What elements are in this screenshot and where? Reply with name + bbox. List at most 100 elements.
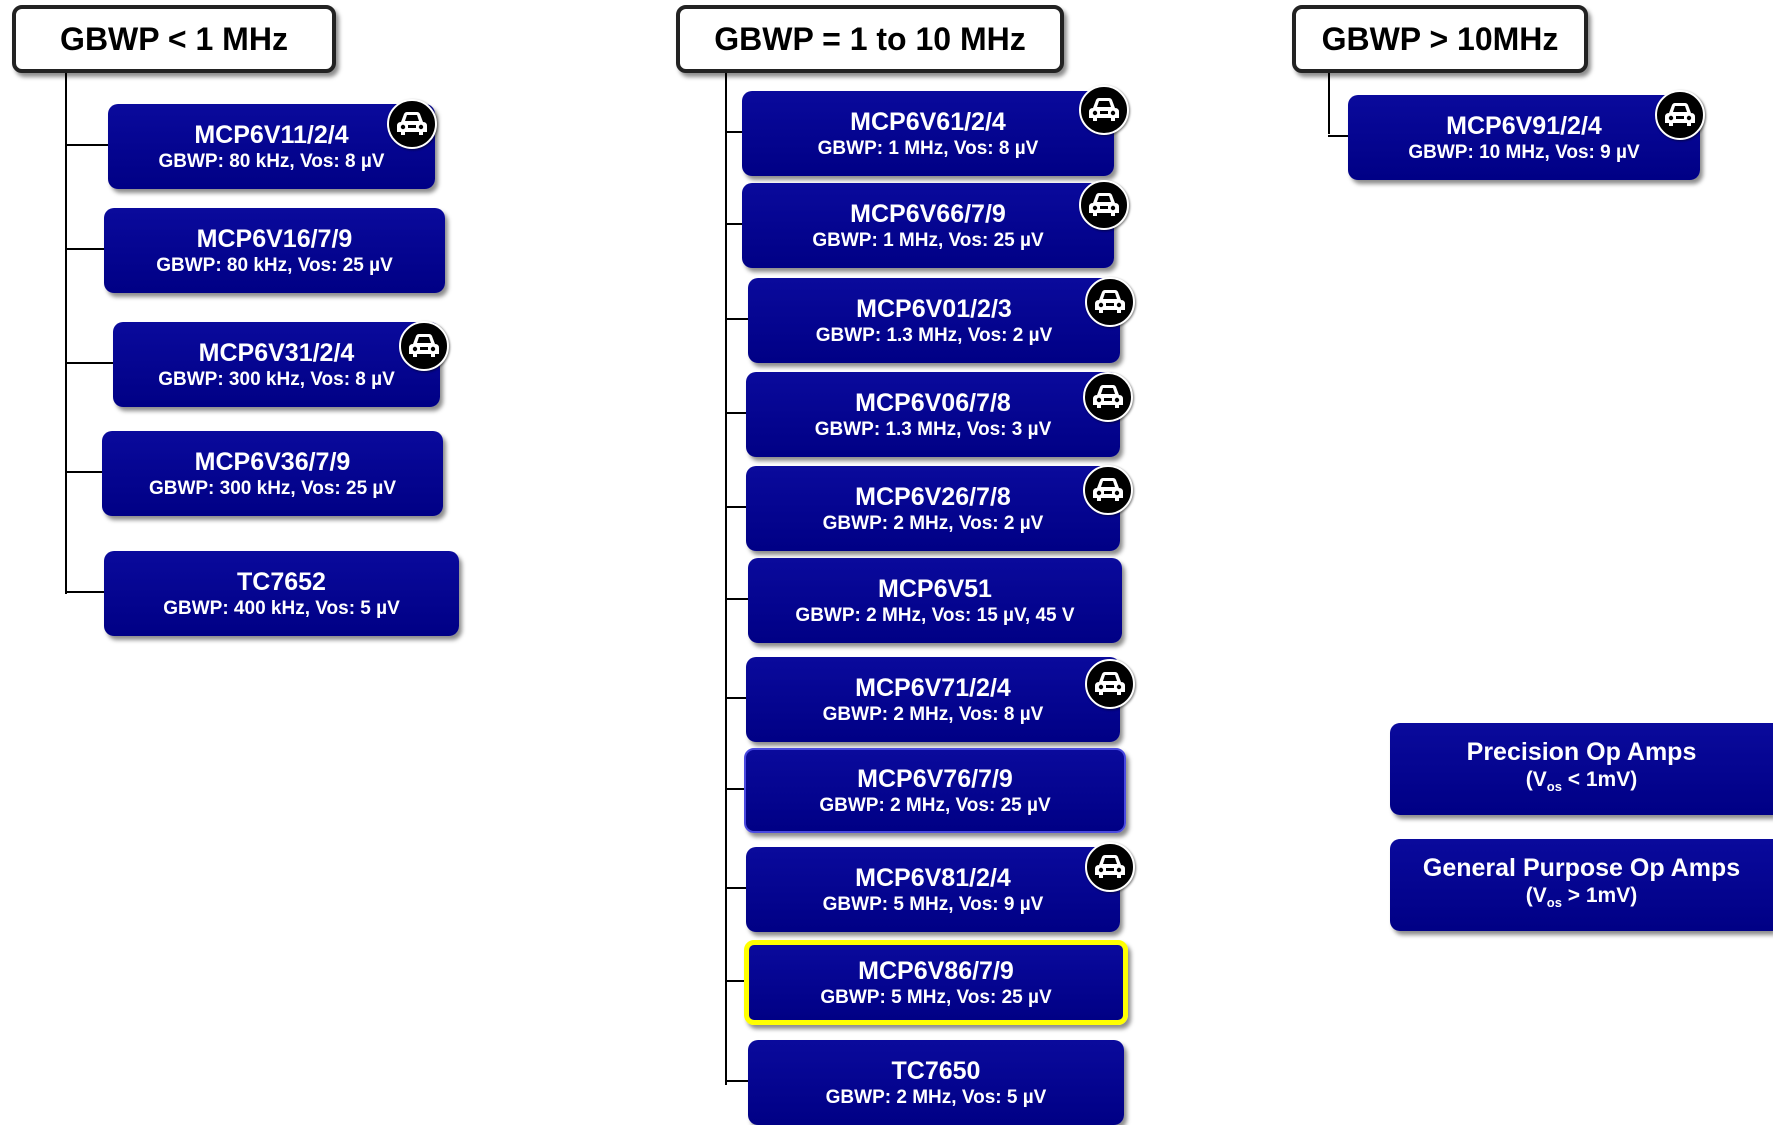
part-spec: GBWP: 1.3 MHz, Vos: 3 µV	[814, 418, 1052, 440]
tree-connector-mid	[725, 73, 727, 1085]
part-number: MCP6V26/7/8	[855, 482, 1011, 511]
part-spec: GBWP: 5 MHz, Vos: 9 µV	[822, 893, 1044, 915]
part-number: TC7650	[891, 1056, 981, 1085]
header-gbwp-low: GBWP < 1 MHz	[12, 5, 336, 73]
car-icon	[1655, 90, 1705, 140]
branch-line	[65, 591, 106, 593]
part-number: MCP6V36/7/9	[194, 447, 351, 476]
branch-line	[65, 248, 106, 250]
tree-connector-low	[65, 73, 67, 594]
part-spec: GBWP: 300 kHz, Vos: 25 µV	[148, 477, 397, 499]
part-number: MCP6V31/2/4	[198, 338, 355, 367]
car-icon	[1083, 372, 1133, 422]
part-number: MCP6V91/2/4	[1446, 111, 1602, 140]
car-svg	[1095, 672, 1125, 695]
car-svg	[1095, 855, 1125, 878]
branch-line	[725, 1080, 750, 1082]
branch-line	[725, 131, 744, 133]
part-spec: GBWP: 1.3 MHz, Vos: 2 µV	[815, 324, 1053, 346]
part-spec: GBWP: 400 kHz, Vos: 5 µV	[163, 597, 400, 619]
car-svg	[409, 334, 439, 357]
part-number: MCP6V06/7/8	[855, 388, 1011, 417]
legend-general-condition: (Vos > 1mV)	[1525, 884, 1638, 911]
car-icon	[1085, 277, 1135, 327]
part-number: MCP6V11/2/4	[194, 120, 349, 149]
part-spec: GBWP: 2 MHz, Vos: 15 µV, 45 V	[795, 604, 1075, 626]
branch-line	[65, 144, 110, 146]
header-gbwp-mid: GBWP = 1 to 10 MHz	[676, 5, 1064, 73]
header-gbwp-high: GBWP > 10MHz	[1292, 5, 1588, 73]
part-number: TC7652	[237, 567, 326, 596]
branch-line	[1328, 135, 1350, 137]
legend-precision-op-amps: Precision Op Amps (Vos < 1mV)	[1390, 723, 1773, 815]
car-icon	[1079, 85, 1129, 135]
part-number: MCP6V16/7/9	[196, 224, 353, 253]
branch-line	[725, 980, 746, 982]
branch-line	[65, 362, 115, 364]
branch-line	[725, 598, 750, 600]
car-icon	[387, 99, 437, 149]
branch-line	[725, 887, 748, 889]
part-spec: GBWP: 80 kHz, Vos: 8 µV	[158, 150, 385, 172]
car-icon	[399, 321, 449, 371]
part-number: MCP6V81/2/4	[855, 863, 1011, 892]
branch-line	[725, 697, 748, 699]
part-spec: GBWP: 2 MHz, Vos: 5 µV	[825, 1086, 1047, 1108]
car-svg	[1089, 98, 1119, 121]
car-svg	[1089, 193, 1119, 216]
part-spec: GBWP: 1 MHz, Vos: 8 µV	[817, 137, 1039, 159]
part-spec: GBWP: 2 MHz, Vos: 2 µV	[822, 512, 1044, 534]
part-number: MCP6V61/2/4	[850, 107, 1006, 136]
legend-general-purpose-op-amps: General Purpose Op Amps (Vos > 1mV)	[1390, 839, 1773, 931]
part-spec: GBWP: 2 MHz, Vos: 25 µV	[819, 794, 1051, 816]
part-spec: GBWP: 300 kHz, Vos: 8 µV	[158, 368, 395, 390]
car-icon	[1085, 659, 1135, 709]
car-svg	[1093, 385, 1123, 408]
branch-line	[65, 471, 104, 473]
car-svg	[1665, 103, 1695, 126]
legend-general-title: General Purpose Op Amps	[1422, 854, 1741, 883]
car-svg	[1093, 478, 1123, 501]
part-number: MCP6V86/7/9	[858, 956, 1014, 985]
part-number: MCP6V71/2/4	[855, 673, 1011, 702]
part-spec: GBWP: 2 MHz, Vos: 8 µV	[822, 703, 1044, 725]
part-number: MCP6V01/2/3	[856, 294, 1012, 323]
part-spec: GBWP: 10 MHz, Vos: 9 µV	[1408, 141, 1640, 163]
branch-line	[725, 412, 748, 414]
part-spec: GBWP: 1 MHz, Vos: 25 µV	[812, 229, 1044, 251]
car-icon	[1079, 180, 1129, 230]
branch-line	[725, 788, 746, 790]
car-icon	[1083, 465, 1133, 515]
car-svg	[397, 112, 427, 135]
part-number: MCP6V51	[878, 574, 992, 603]
part-number: MCP6V66/7/9	[850, 199, 1006, 228]
car-icon	[1085, 842, 1135, 892]
part-spec: GBWP: 80 kHz, Vos: 25 µV	[156, 254, 393, 276]
legend-precision-condition: (Vos < 1mV)	[1525, 768, 1638, 795]
tree-connector-high	[1328, 73, 1330, 134]
part-spec: GBWP: 5 MHz, Vos: 25 µV	[820, 986, 1052, 1008]
legend-precision-title: Precision Op Amps	[1466, 738, 1697, 767]
branch-line	[725, 318, 750, 320]
branch-line	[725, 223, 744, 225]
branch-line	[725, 506, 748, 508]
car-svg	[1095, 290, 1125, 313]
part-number: MCP6V76/7/9	[857, 764, 1013, 793]
